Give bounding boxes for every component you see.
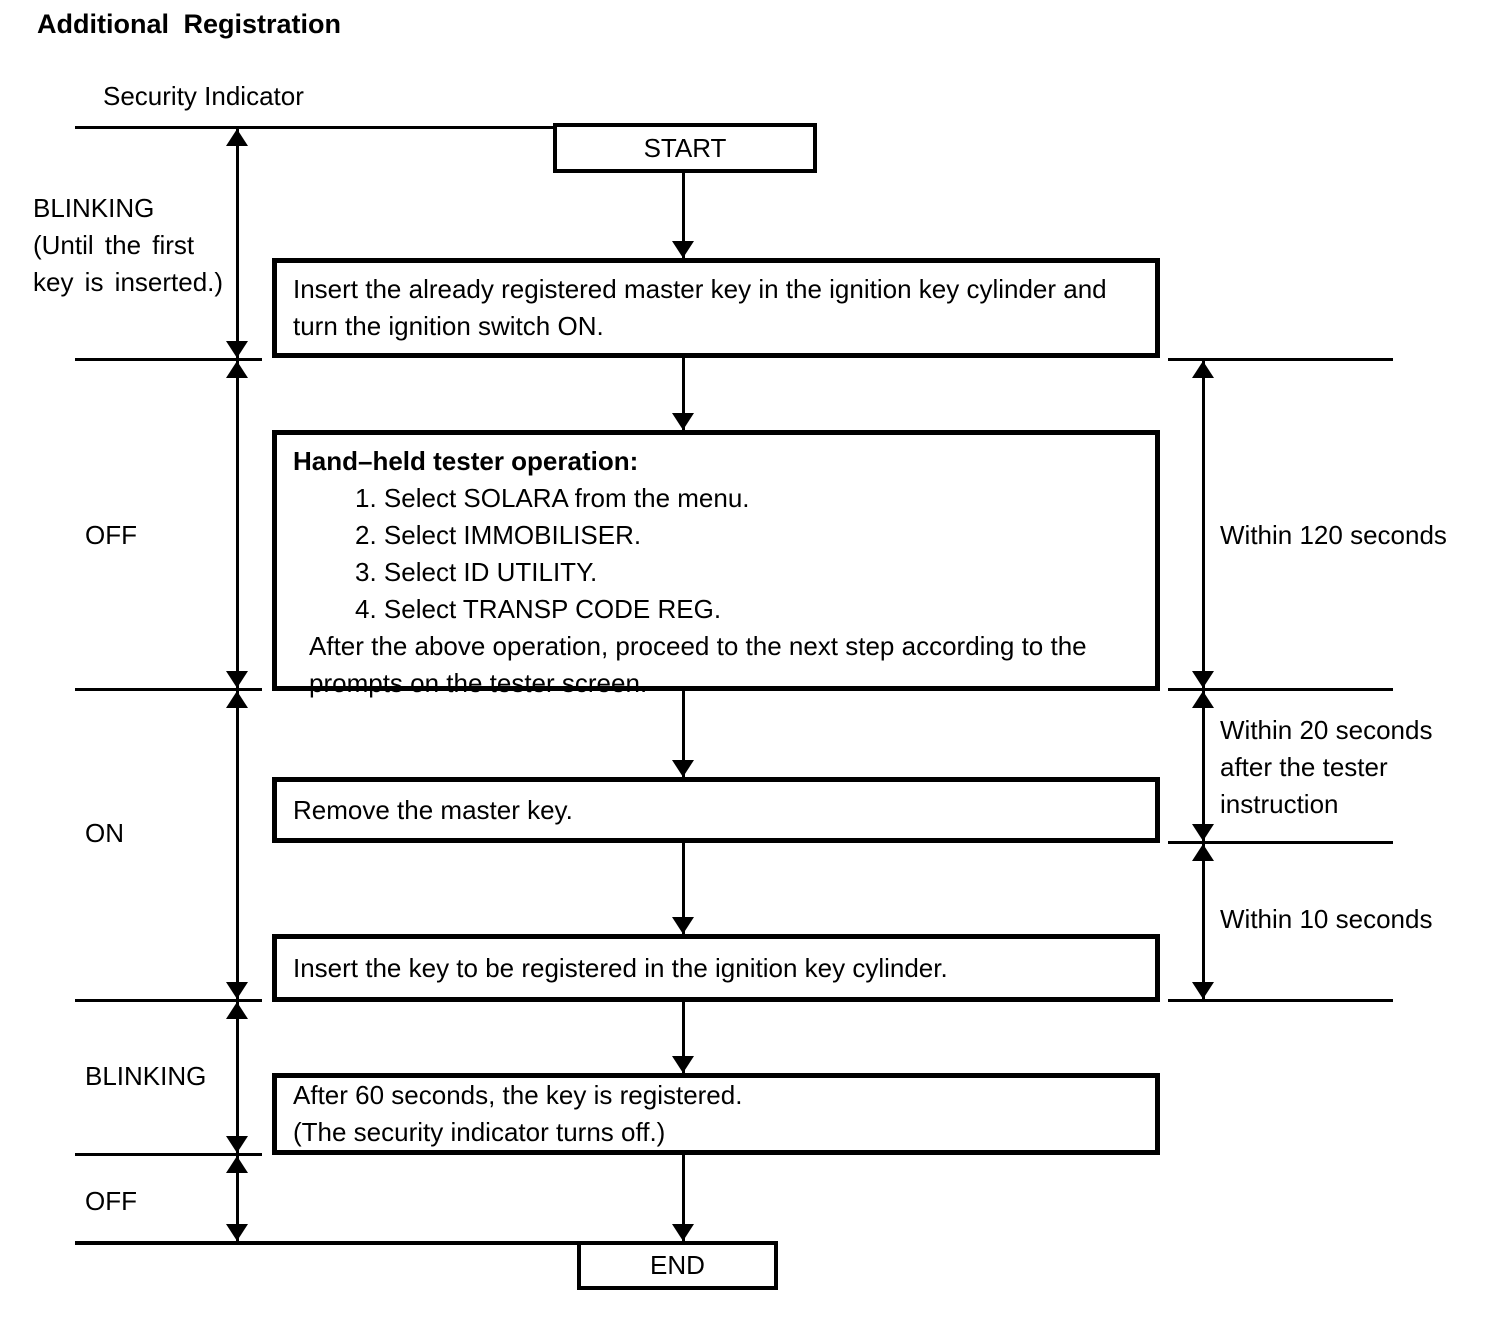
step-box-remove-master-key: Remove the master key. xyxy=(272,777,1160,843)
flow-arrow-step4-to-step5 xyxy=(672,1002,694,1073)
end-node: END xyxy=(577,1241,778,1290)
timing-duration-arrow-10s xyxy=(1192,844,1214,999)
timeline-tick-right-2 xyxy=(1168,688,1393,691)
timeline-tick-left-1 xyxy=(75,358,262,361)
timing-label-10s: Within 10 seconds xyxy=(1220,904,1433,934)
start-node: START xyxy=(553,123,817,173)
state-label-line: key is inserted.) xyxy=(33,267,224,297)
timeline-tick-right-3 xyxy=(1168,841,1393,844)
timing-label-line: after the tester xyxy=(1220,752,1388,782)
flow-arrow-step1-to-step2 xyxy=(672,358,694,430)
tester-operation-footer-line: prompts on the tester screen. xyxy=(309,668,648,698)
tester-operation-item: 4. Select TRANSP CODE REG. xyxy=(355,594,722,624)
start-node-label: START xyxy=(643,132,727,163)
indicator-baseline-top xyxy=(75,126,553,129)
flow-arrow-start-to-step1 xyxy=(672,173,694,258)
timeline-tick-left-4 xyxy=(75,1153,262,1156)
state-label-blinking-2: BLINKING xyxy=(85,1061,207,1091)
timing-label-line: instruction xyxy=(1220,789,1339,819)
timing-duration-arrow-120s xyxy=(1192,361,1214,688)
state-label-line: BLINKING xyxy=(33,193,155,223)
state-label-on: ON xyxy=(85,818,124,848)
step-text-line: Insert the key to be registered in the i… xyxy=(293,952,948,983)
step-text-line: After 60 seconds, the key is registered. xyxy=(293,1080,743,1110)
tester-operation-item: 2. Select IMMOBILISER. xyxy=(355,520,642,550)
end-node-label: END xyxy=(650,1250,705,1280)
flow-arrow-step2-to-step3 xyxy=(672,691,694,777)
state-label-blinking-until-first-key: BLINKING (Until the first key is inserte… xyxy=(33,190,223,301)
timing-label-line: Within 20 seconds xyxy=(1220,715,1433,745)
state-label-line: (Until the first xyxy=(33,230,195,260)
step-box-insert-master-key: Insert the already registered master key… xyxy=(272,258,1160,358)
security-indicator-label: Security Indicator xyxy=(103,81,304,111)
timing-label-20s: Within 20 seconds after the tester instr… xyxy=(1220,712,1432,823)
step-text-line: Remove the master key. xyxy=(293,794,573,825)
state-duration-arrow-off-1 xyxy=(226,361,248,688)
state-label-off-1: OFF xyxy=(85,520,137,550)
step-box-insert-new-key: Insert the key to be registered in the i… xyxy=(272,934,1160,1002)
state-duration-arrow-on xyxy=(226,691,248,999)
tester-operation-footer-line: After the above operation, proceed to th… xyxy=(309,631,1087,661)
timing-duration-arrow-20s xyxy=(1192,691,1214,841)
step-box-tester-operation: Hand–held tester operation: 1. Select SO… xyxy=(272,430,1160,698)
diagram-title: Additional Registration xyxy=(37,9,341,39)
step-text-line: Insert the already registered master key… xyxy=(293,274,1107,304)
timeline-tick-right-4 xyxy=(1168,999,1393,1002)
tester-operation-heading: Hand–held tester operation: xyxy=(293,446,639,476)
tester-operation-item: 1. Select SOLARA from the menu. xyxy=(355,483,750,513)
timeline-tick-left-2 xyxy=(75,688,262,691)
state-duration-arrow-off-2 xyxy=(226,1156,248,1241)
state-label-off-2: OFF xyxy=(85,1186,137,1216)
flow-arrow-step3-to-step4 xyxy=(672,843,694,934)
tester-operation-item: 3. Select ID UTILITY. xyxy=(355,557,598,587)
step-box-key-registered: After 60 seconds, the key is registered.… xyxy=(272,1073,1160,1155)
timeline-tick-left-3 xyxy=(75,999,262,1002)
step-text-line: (The security indicator turns off.) xyxy=(293,1117,666,1147)
timeline-tick-right-1 xyxy=(1168,358,1393,361)
state-duration-arrow-blinking-2 xyxy=(226,1002,248,1153)
flow-arrow-step5-to-end xyxy=(672,1155,694,1241)
state-duration-arrow-blinking-first xyxy=(226,129,248,358)
indicator-baseline-bottom xyxy=(75,1241,577,1245)
timing-label-120s: Within 120 seconds xyxy=(1220,520,1447,550)
step-text-line: turn the ignition switch ON. xyxy=(293,311,604,341)
